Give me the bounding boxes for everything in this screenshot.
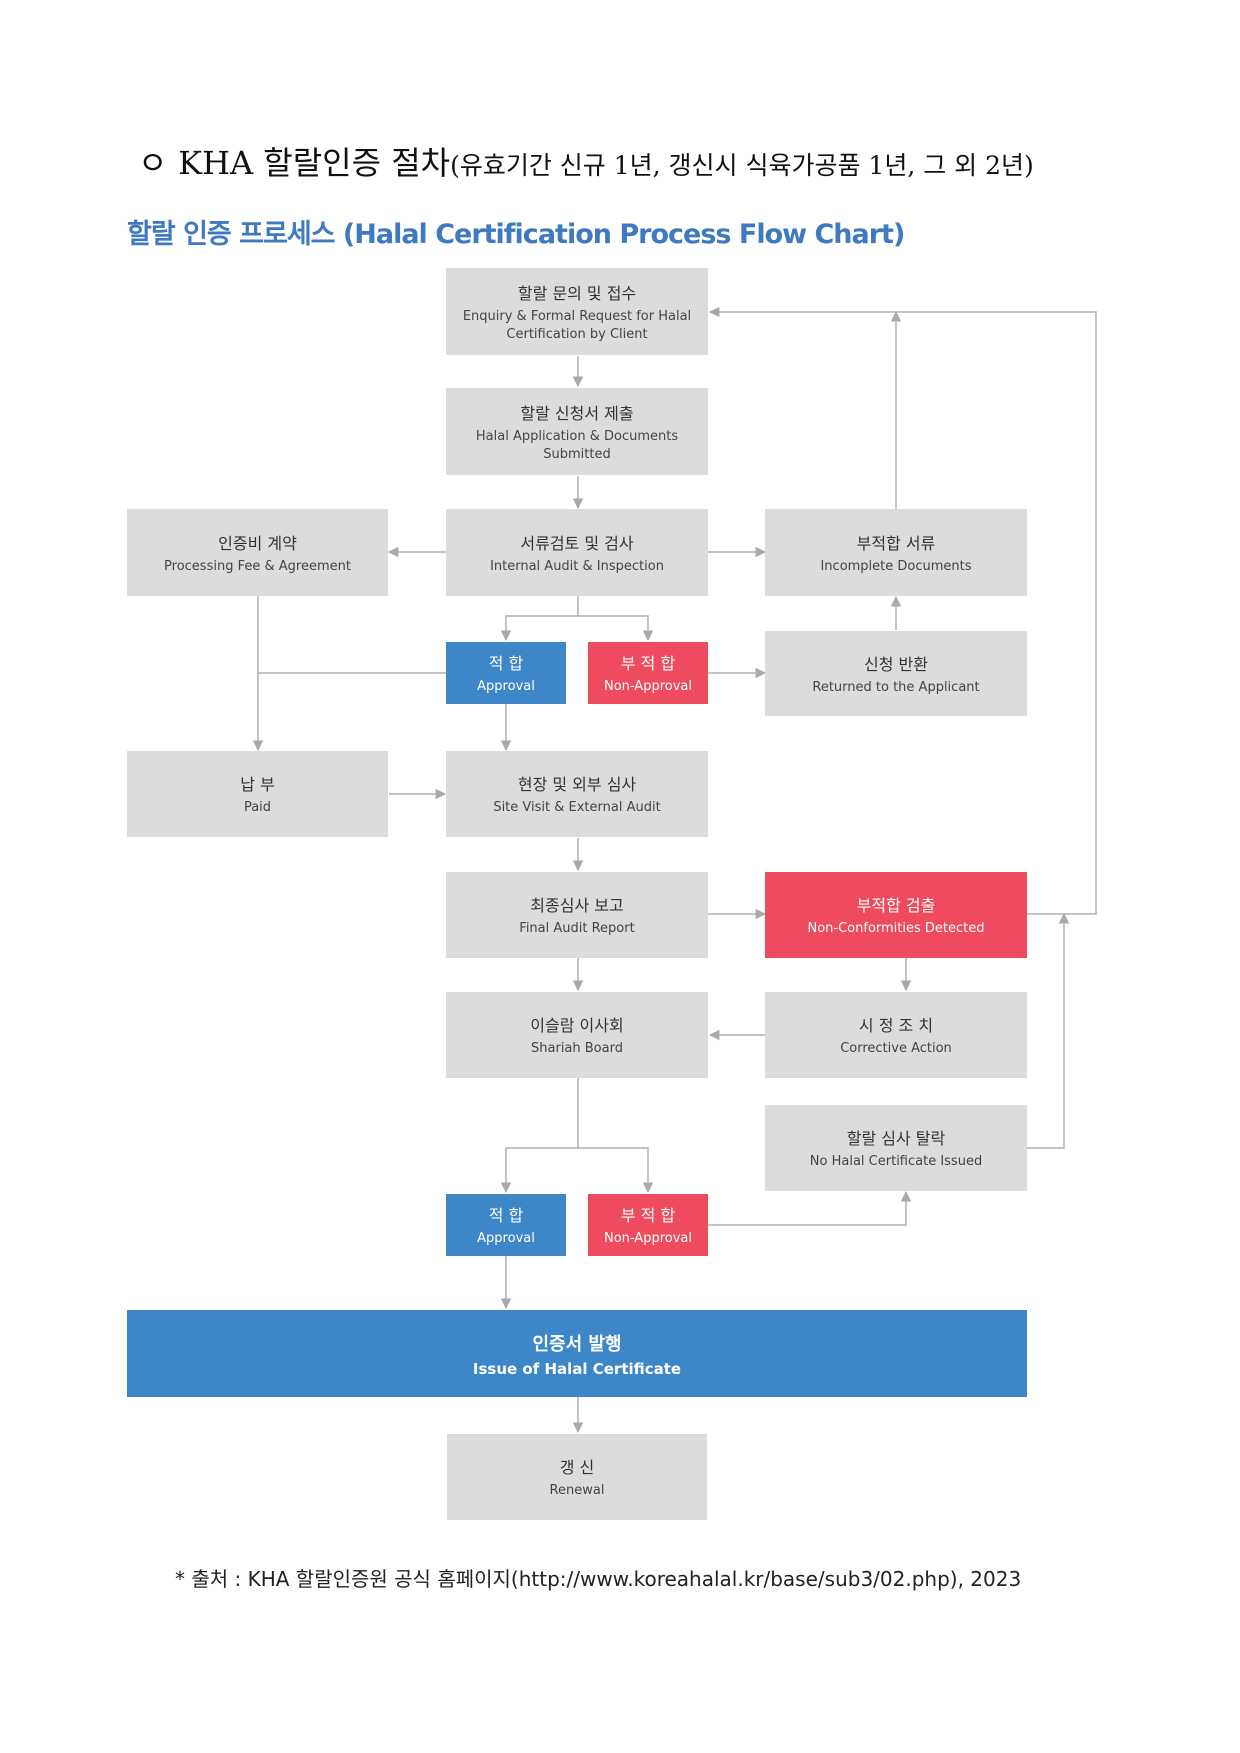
heading-main: KHA 할랄인증 절차 xyxy=(178,144,451,182)
node-approval-1-ko: 적 합 xyxy=(488,654,524,673)
arrow-shariah-split-right xyxy=(578,1147,654,1194)
node-final-en: Final Audit Report xyxy=(519,921,635,936)
node-site: 현장 및 외부 심사 Site Visit & External Audit xyxy=(446,751,708,837)
node-application-en: Halal Application & Documents Submitted xyxy=(475,428,679,462)
node-approval-2-ko: 적 합 xyxy=(488,1206,524,1225)
heading-sub: (유효기간 신규 1년, 갱신시 식육가공품 1년, 그 외 2년) xyxy=(450,151,1034,180)
node-nonapproval-2: 부 적 합 Non-Approval xyxy=(588,1194,708,1256)
node-nohalal-en: No Halal Certificate Issued xyxy=(809,1154,983,1169)
node-approval-2: 적 합 Approval xyxy=(446,1194,566,1256)
node-paid: 납 부 Paid xyxy=(127,751,388,837)
node-nonconf-en: Non-Conformities Detected xyxy=(807,921,985,936)
node-approval-1-en: Approval xyxy=(477,679,535,694)
arrow-shariah-split xyxy=(500,1078,579,1194)
node-renewal: 갱 신 Renewal xyxy=(447,1434,707,1520)
node-application: 할랄 신청서 제출 Halal Application & Documents … xyxy=(446,388,708,475)
node-nonconf-ko: 부적합 검출 xyxy=(856,896,936,915)
node-corrective-en: Corrective Action xyxy=(840,1041,952,1056)
node-renewal-ko: 갱 신 xyxy=(559,1458,595,1477)
node-incomplete: 부적합 서류 Incomplete Documents xyxy=(765,509,1027,596)
node-review-ko: 서류검토 및 검사 xyxy=(520,533,634,553)
arrow-nohalal-nonconf xyxy=(1027,912,1070,1149)
node-approval-1: 적 합 Approval xyxy=(446,642,566,704)
arrow-nonconf-enquiry xyxy=(708,306,1097,915)
node-fee-en: Processing Fee & Agreement xyxy=(164,558,351,574)
node-corrective: 시 정 조 치 Corrective Action xyxy=(765,992,1027,1078)
node-paid-ko: 납 부 xyxy=(240,775,275,794)
node-issue-en: Issue of Halal Certificate xyxy=(472,1359,682,1378)
node-review-en: Internal Audit & Inspection xyxy=(490,558,664,574)
node-shariah-en: Shariah Board xyxy=(531,1041,623,1056)
node-returned-en: Returned to the Applicant xyxy=(812,679,980,695)
node-issue: 인증서 발행 Issue of Halal Certificate xyxy=(127,1310,1027,1397)
node-final-ko: 최종심사 보고 xyxy=(530,896,624,915)
node-nonconf: 부적합 검출 Non-Conformities Detected xyxy=(765,872,1027,958)
node-shariah-ko: 이슬람 이사회 xyxy=(530,1016,624,1035)
node-nohalal-ko: 할랄 심사 탈락 xyxy=(846,1129,946,1148)
node-nonapproval-1-ko: 부 적 합 xyxy=(620,654,676,673)
node-corrective-ko: 시 정 조 치 xyxy=(858,1016,934,1035)
node-returned-ko: 신청 반환 xyxy=(864,654,928,674)
node-renewal-en: Renewal xyxy=(549,1483,605,1498)
node-enquiry-ko: 할랄 문의 및 접수 xyxy=(517,283,637,303)
node-review: 서류검토 및 검사 Internal Audit & Inspection xyxy=(446,509,708,596)
node-nonapproval-2-en: Non-Approval xyxy=(603,1231,692,1246)
source-note: * 출처 : KHA 할랄인증원 공식 홈페이지(http://www.kore… xyxy=(175,1567,1022,1591)
node-enquiry: 할랄 문의 및 접수 Enquiry & Formal Request for … xyxy=(446,268,708,355)
chart-title: 할랄 인증 프로세스 (Halal Certification Process … xyxy=(127,219,905,250)
node-issue-ko: 인증서 발행 xyxy=(532,1333,622,1355)
node-final: 최종심사 보고 Final Audit Report xyxy=(446,872,708,958)
node-application-ko: 할랄 신청서 제출 xyxy=(520,403,634,423)
node-enquiry-en: Enquiry & Formal Request for Halal Certi… xyxy=(462,308,692,342)
node-shariah: 이슬람 이사회 Shariah Board xyxy=(446,992,708,1078)
node-fee: 인증비 계약 Processing Fee & Agreement xyxy=(127,509,388,596)
arrow-review-split xyxy=(500,596,579,642)
bullet-icon: ㅇ xyxy=(138,144,168,182)
node-paid-en: Paid xyxy=(243,800,272,815)
node-nonapproval-2-ko: 부 적 합 xyxy=(620,1206,676,1225)
section-heading: ㅇ KHA 할랄인증 절차(유효기간 신규 1년, 갱신시 식육가공품 1년, … xyxy=(138,138,1034,184)
node-nohalal: 할랄 심사 탈락 No Halal Certificate Issued xyxy=(765,1105,1027,1191)
node-nonapproval-1: 부 적 합 Non-Approval xyxy=(588,642,708,704)
node-nonapproval-1-en: Non-Approval xyxy=(603,679,692,694)
arrow-review-split-right xyxy=(578,615,654,642)
node-approval-2-en: Approval xyxy=(477,1231,535,1246)
node-incomplete-en: Incomplete Documents xyxy=(820,558,972,574)
node-returned: 신청 반환 Returned to the Applicant xyxy=(765,631,1027,716)
node-incomplete-ko: 부적합 서류 xyxy=(856,533,936,553)
node-fee-ko: 인증비 계약 xyxy=(218,533,297,553)
arrow-nonapproval2-nohalal xyxy=(708,1190,912,1226)
node-site-en: Site Visit & External Audit xyxy=(493,800,661,815)
node-site-ko: 현장 및 외부 심사 xyxy=(517,775,637,794)
